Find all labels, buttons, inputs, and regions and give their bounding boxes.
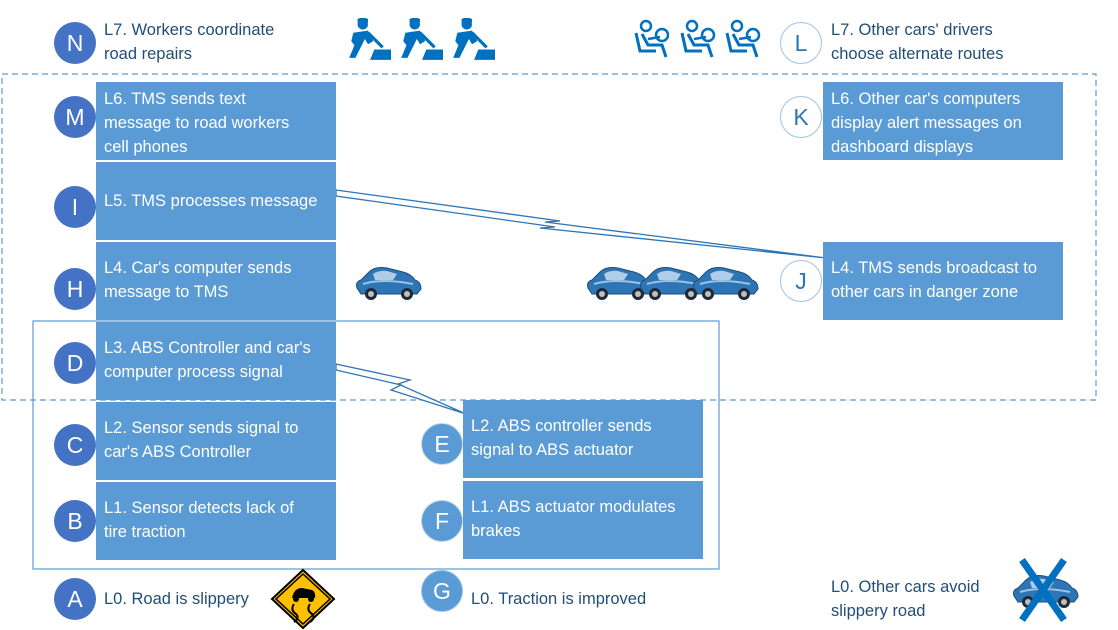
step-g-label: L0. Traction is improved: [471, 590, 647, 608]
lightning-link-tms-to-broadcast: [335, 189, 827, 259]
step-a-label: L0. Road is slippery: [104, 590, 249, 608]
step-e-badge: E: [421, 423, 463, 465]
slippery-road-sign-icon: [270, 568, 336, 630]
step-a-badge: A: [54, 578, 96, 620]
driver-icon: [678, 18, 718, 60]
driver-icon: [723, 18, 763, 60]
road-worker-icon: [345, 18, 391, 60]
step-b-box: L1. Sensor detects lack of tire traction: [96, 482, 336, 560]
step-d-box: L3. ABS Controller and car's computer pr…: [96, 322, 336, 400]
step-m-box: L6. TMS sends text message to road worke…: [96, 82, 336, 160]
road-worker-icon: [449, 18, 495, 60]
step-f-badge: F: [421, 500, 463, 542]
step-l-badge: L: [780, 22, 822, 64]
step-h-box: L4. Car's computer sends message to TMS: [96, 242, 336, 320]
step-i-badge: I: [54, 186, 96, 228]
step-f-box: L1. ABS actuator modulates brakes: [463, 481, 703, 559]
step-g-badge: G: [421, 570, 463, 612]
step-e-box: L2. ABS controller sends signal to ABS a…: [463, 400, 703, 478]
step-h-badge: H: [54, 268, 96, 310]
driver-icon: [632, 18, 672, 60]
step-d-badge: D: [54, 342, 96, 384]
road-worker-icon: [397, 18, 443, 60]
step-i-box: L5. TMS processes message: [96, 162, 336, 240]
car-icon: [352, 262, 424, 302]
step-n-badge: N: [54, 22, 96, 64]
step-c-box: L2. Sensor sends signal to car's ABS Con…: [96, 402, 336, 480]
crossed-car-icon: [1012, 557, 1079, 623]
car-icon: [689, 262, 761, 302]
step-n-label: L7. Workers coordinate road repairs: [104, 21, 275, 63]
lightning-link-controller-to-actuator: [335, 363, 467, 415]
step-m-badge: M: [54, 96, 96, 138]
step-j-box: L4. TMS sends broadcast to other cars in…: [823, 242, 1063, 320]
step-k-box: L6. Other car's computers display alert …: [823, 82, 1063, 160]
step-l0-other-cars-label: L0. Other cars avoid slippery road: [831, 578, 980, 620]
step-k-badge: K: [780, 96, 822, 138]
vehicle-zone-border: [32, 320, 720, 570]
step-c-badge: C: [54, 424, 96, 466]
step-b-badge: B: [54, 500, 96, 542]
step-j-badge: J: [780, 260, 822, 302]
step-l-label: L7. Other cars' drivers choose alternate…: [831, 21, 1004, 63]
